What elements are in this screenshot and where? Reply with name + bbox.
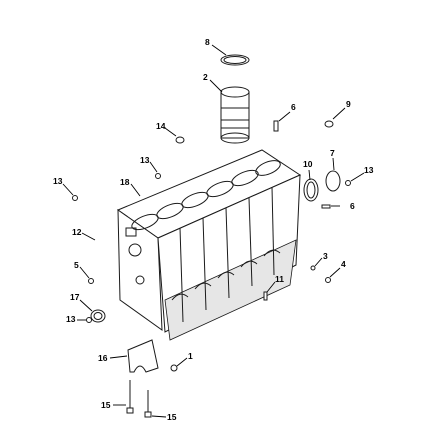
- callout-15: 15: [167, 412, 177, 422]
- callout-15: 15: [101, 400, 111, 410]
- pin-eleven: [263, 291, 268, 301]
- pipe-plug: [324, 120, 334, 128]
- main-bearing-cap: [127, 339, 159, 373]
- callout-7: 7: [330, 148, 335, 158]
- part-one: [170, 364, 178, 372]
- plug-four: [325, 277, 331, 283]
- block-ribs: [179, 186, 275, 323]
- plug-five: [88, 278, 94, 284]
- liner-seal-ring: [220, 54, 250, 66]
- callout-4: 4: [341, 259, 346, 269]
- main-cap-capscrews: [126, 380, 152, 418]
- expansion-plug: [175, 136, 185, 144]
- callout-13: 13: [66, 314, 76, 324]
- callout-18: 18: [120, 177, 130, 187]
- callout-3: 3: [323, 251, 328, 261]
- o-ring-seal: [303, 178, 319, 202]
- threaded-plug-right: [345, 180, 351, 186]
- callout-10: 10: [303, 159, 313, 169]
- threaded-plug-left: [72, 195, 78, 201]
- main-bearing-webs: [171, 249, 281, 301]
- cylinder-liner: [220, 86, 250, 144]
- callout-13: 13: [364, 165, 374, 175]
- callout-11: 11: [275, 274, 284, 284]
- callout-12: 12: [72, 227, 82, 237]
- dowel-pin-lower: [321, 204, 331, 209]
- callout-17: 17: [70, 292, 80, 302]
- cylinder-bores: [131, 160, 281, 231]
- callout-16: 16: [98, 353, 108, 363]
- threaded-plug-bottom: [86, 317, 92, 323]
- dowel-pin: [273, 120, 279, 132]
- callout-14: 14: [156, 121, 166, 131]
- cup-plug: [90, 309, 106, 323]
- cylinder-block: [116, 149, 302, 341]
- callout-9: 9: [346, 99, 351, 109]
- callout-5: 5: [74, 260, 79, 270]
- callout-6: 6: [350, 201, 355, 211]
- callout-labels: 8 2 6 9 14 13 10 7 13 13 18 6 12 3 5 4 1…: [53, 37, 374, 422]
- callout-8: 8: [205, 37, 210, 47]
- leader-lines: [62, 44, 365, 418]
- plug-small: [310, 265, 316, 271]
- callout-2: 2: [203, 72, 208, 82]
- cover-plate: [325, 170, 341, 192]
- callout-1: 1: [188, 351, 193, 361]
- callout-13: 13: [53, 176, 63, 186]
- threaded-plug-top: [155, 173, 161, 179]
- callout-13: 13: [140, 155, 150, 165]
- callout-6: 6: [291, 102, 296, 112]
